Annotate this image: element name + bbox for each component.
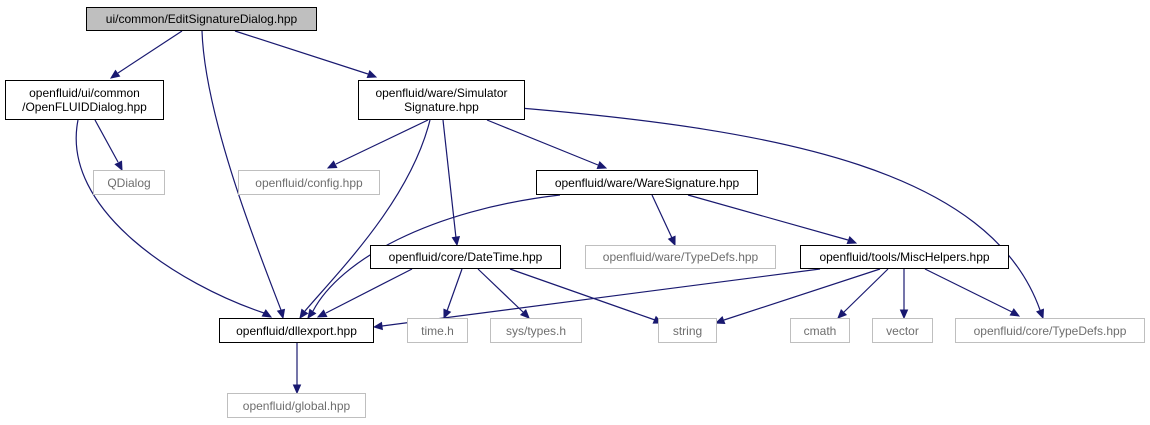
node-ware-signature[interactable]: openfluid/ware/WareSignature.hpp [536,170,758,195]
edge-simsig-to-config-arrowhead [326,160,338,169]
node-global: openfluid/global.hpp [227,393,366,418]
edge-ware-signature-to-dllexport-arrowhead [307,308,317,320]
edge-misc-helpers-to-dllexport [381,268,821,327]
edge-misc-helpers-to-cmath-arrowhead [837,308,848,319]
edge-openfluid-dialog-to-qdialog [94,119,119,163]
edge-root-to-simulator-signature [234,30,369,75]
node-config: openfluid/config.hpp [238,170,380,195]
edge-ware-signature-to-misc-helpers-arrowhead [846,236,858,245]
edge-datetime-to-sys-types-arrowhead [519,308,530,319]
edge-dllexport-to-global-arrowhead [292,384,302,395]
edge-misc-helpers-to-core-typedefs [924,268,1013,313]
edge-ware-signature-to-misc-helpers [687,194,849,241]
edge-ware-signature-to-ware-typedefs-arrowhead [667,235,676,247]
edge-simsig-to-core-typedefs-arrowhead [1036,308,1045,320]
node-time-h: time.h [407,318,468,343]
edge-simsig-to-dllexport [304,119,431,312]
edge-openfluid-dialog-to-dllexport [75,119,265,314]
edge-simsig-to-datetime [442,119,457,239]
edge-datetime-to-dllexport [325,268,413,314]
edge-ware-signature-to-dllexport [312,194,561,312]
edge-misc-helpers-to-string-arrowhead [714,316,726,325]
edge-misc-helpers-to-string [723,268,881,321]
edge-datetime-to-dllexport-arrowhead [316,309,328,318]
node-vector: vector [872,318,933,343]
node-openfluid-dialog[interactable]: openfluid/ui/common /OpenFLUIDDialog.hpp [5,80,164,120]
edge-misc-helpers-to-dllexport-arrowhead [372,321,383,331]
edge-root-to-dllexport-arrowhead [276,308,286,320]
node-edit-signature-dialog[interactable]: ui/common/EditSignatureDialog.hpp [86,7,317,31]
edge-misc-helpers-to-vector-arrowhead [899,309,909,320]
edge-datetime-to-string [509,268,656,321]
node-datetime[interactable]: openfluid/core/DateTime.hpp [370,245,561,269]
node-dllexport[interactable]: openfluid/dllexport.hpp [219,318,374,343]
edge-ware-signature-to-ware-typedefs [651,194,673,239]
edge-misc-helpers-to-core-typedefs-arrowhead [1009,308,1021,317]
edge-simsig-to-core-typedefs [519,107,1041,311]
edge-datetime-to-sys-types [477,268,524,313]
node-sys-types: sys/types.h [490,318,582,343]
node-simulator-signature[interactable]: openfluid/ware/Simulator Signature.hpp [358,80,525,120]
edge-simsig-to-datetime-arrowhead [451,235,461,247]
node-misc-helpers[interactable]: openfluid/tools/MiscHelpers.hpp [800,245,1009,269]
edge-openfluid-dialog-to-dllexport-arrowhead [261,309,273,318]
edge-openfluid-dialog-to-qdialog-arrowhead [114,160,123,172]
edge-datetime-to-time-h [446,268,463,312]
edge-root-to-openfluid-dialog [117,30,183,74]
edge-root-to-openfluid-dialog-arrowhead [109,69,121,79]
edge-root-to-dllexport [201,30,282,311]
edge-datetime-to-time-h-arrowhead [443,308,452,320]
node-ware-typedefs: openfluid/ware/TypeDefs.hpp [585,245,776,269]
node-cmath: cmath [790,318,850,343]
edge-root-to-simulator-signature-arrowhead [366,70,378,79]
node-qdialog: QDialog [93,170,165,195]
edge-simsig-to-dllexport-arrowhead [299,308,309,320]
node-string: string [658,318,717,343]
edge-simsig-to-ware-signature-arrowhead [596,161,608,170]
edge-simsig-to-ware-signature [486,119,599,166]
node-core-typedefs: openfluid/core/TypeDefs.hpp [955,318,1145,343]
edge-simsig-to-config [335,119,429,165]
edge-misc-helpers-to-cmath [843,268,889,313]
